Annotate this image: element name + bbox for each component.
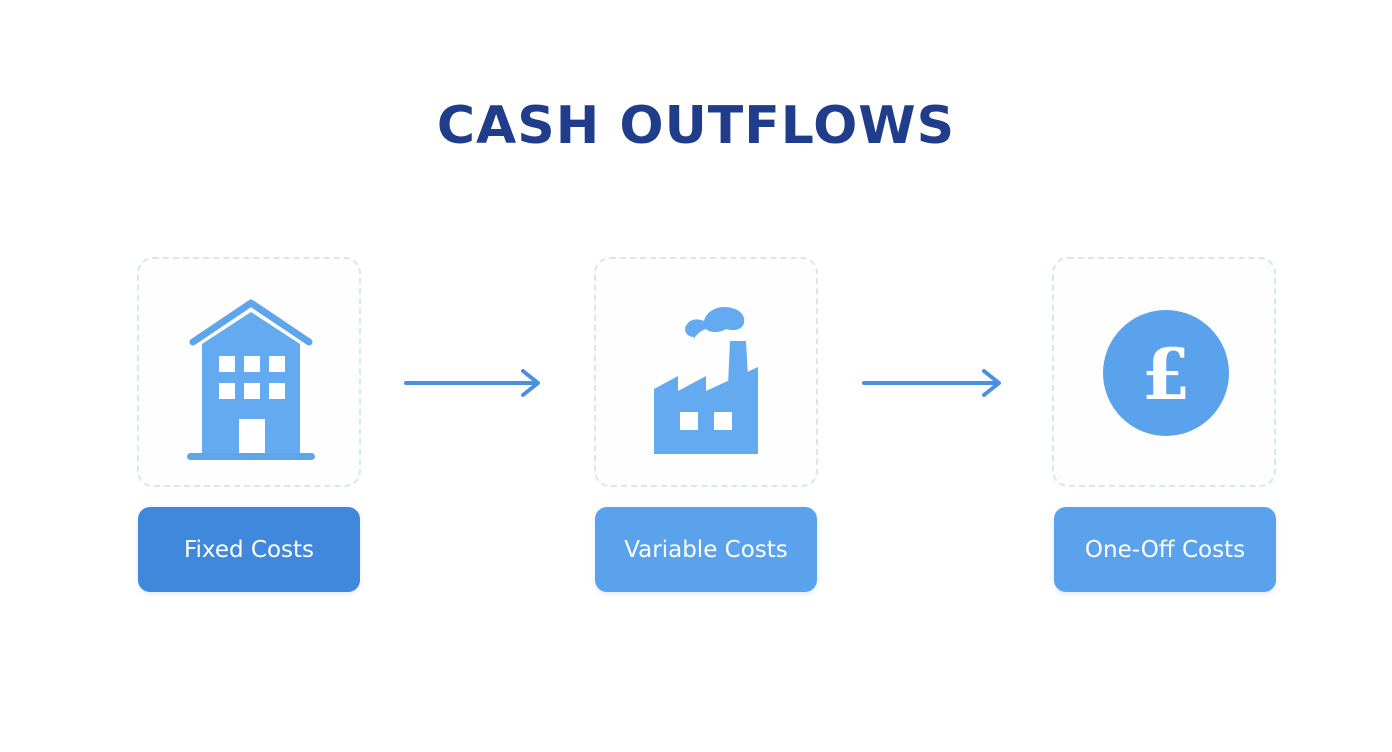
variable-costs-label[interactable]: Variable Costs bbox=[595, 507, 817, 592]
arrow-right-icon bbox=[862, 369, 1001, 397]
variable-costs-card bbox=[594, 257, 818, 487]
arrow-right-icon bbox=[404, 369, 540, 397]
one-off-costs-card: £ bbox=[1052, 257, 1276, 487]
pound-coin-icon: £ bbox=[1103, 310, 1229, 436]
factory-icon bbox=[654, 307, 758, 454]
fixed-costs-card bbox=[137, 257, 361, 487]
fixed-costs-label[interactable]: Fixed Costs bbox=[138, 507, 360, 592]
one-off-costs-label[interactable]: One-Off Costs bbox=[1054, 507, 1276, 592]
building-icon bbox=[187, 299, 315, 460]
diagram-title: CASH OUTFLOWS bbox=[436, 96, 956, 156]
svg-text:£: £ bbox=[1142, 333, 1191, 416]
